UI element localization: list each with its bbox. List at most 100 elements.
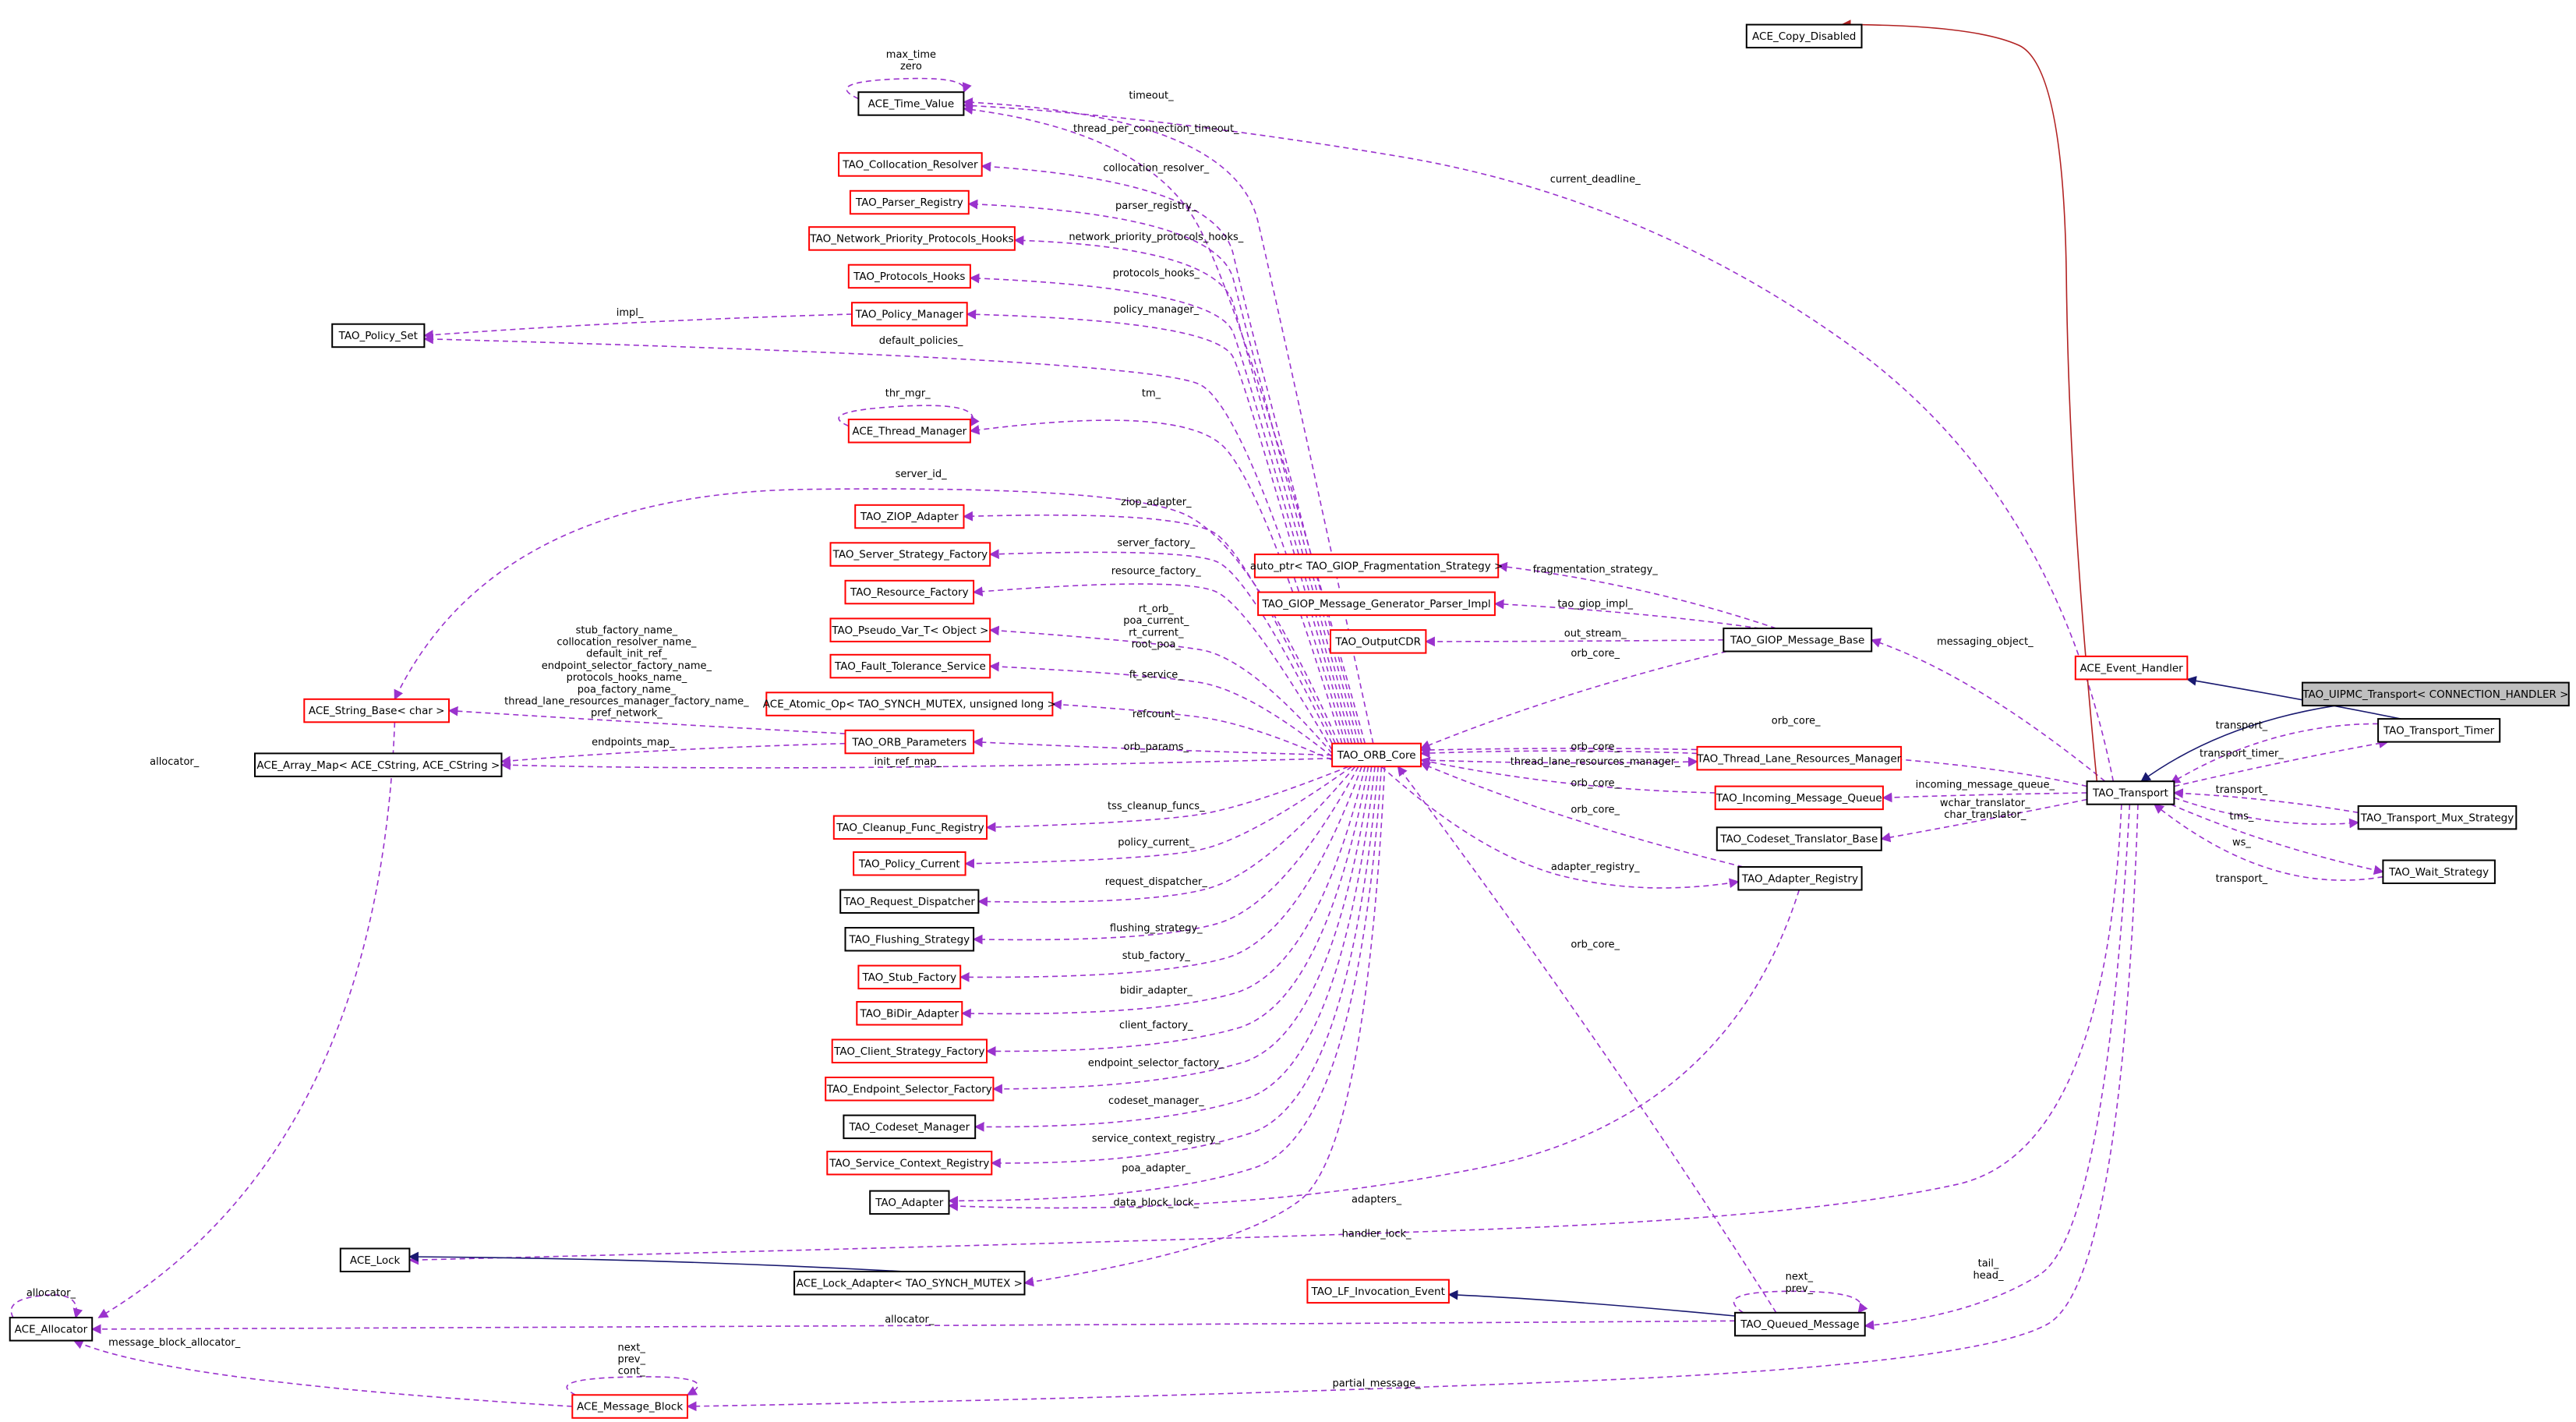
class-node-tao-giop-message-base[interactable]: TAO_GIOP_Message_Base <box>1723 628 1873 653</box>
class-node-tao-ziop-adapter[interactable]: TAO_ZIOP_Adapter <box>854 504 965 529</box>
node-box <box>1737 866 1863 891</box>
edge-label: policy_current_ <box>1118 837 1195 849</box>
class-node-tao-wait-strategy[interactable]: TAO_Wait_Strategy <box>2382 859 2496 884</box>
node-box <box>869 1190 950 1215</box>
class-node-tao-uipmc-transport[interactable]: TAO_UIPMC_Transport< CONNECTION_HANDLER … <box>2302 681 2570 707</box>
class-node-tao-codeset-manager[interactable]: TAO_Codeset_Manager <box>843 1114 977 1140</box>
class-node-tao-policy-current[interactable]: TAO_Policy_Current <box>853 851 966 876</box>
class-node-tao-bidir-adapter[interactable]: TAO_BiDir_Adapter <box>856 1001 963 1026</box>
class-node-tao-orb-parameters[interactable]: TAO_ORB_Parameters <box>844 729 975 755</box>
class-node-tao-transport-mux-strategy[interactable]: TAO_Transport_Mux_Strategy <box>2357 805 2518 830</box>
class-node-tao-stub-factory[interactable]: TAO_Stub_Factory <box>857 964 962 990</box>
node-box <box>844 729 975 755</box>
class-node-ace-array-map[interactable]: ACE_Array_Map< ACE_CString, ACE_CString … <box>254 752 503 777</box>
inherit-edge <box>1447 1289 1736 1317</box>
class-node-tao-request-dispatcher[interactable]: TAO_Request_Dispatcher <box>839 889 980 914</box>
edge-label: transport_ <box>2216 784 2268 796</box>
edge-label: server_id_ <box>896 469 948 480</box>
edge-label: protocols_hooks_ <box>1113 268 1200 280</box>
usage-edge <box>1419 762 1744 868</box>
usage-edge <box>969 419 1343 744</box>
usage-edge <box>972 583 1333 751</box>
node-box <box>1331 742 1422 768</box>
class-node-ace-time-value[interactable]: ACE_Time_Value <box>857 91 965 116</box>
node-box <box>9 1317 94 1342</box>
node-box <box>853 851 966 876</box>
edge-label: request_dispatcher_ <box>1105 876 1208 888</box>
node-label: TAO_Codeset_Translator_Base <box>1719 833 1878 846</box>
class-node-tao-resource-factory[interactable]: TAO_Resource_Factory <box>844 579 975 605</box>
node-box <box>847 419 971 444</box>
node-label: TAO_Request_Dispatcher <box>843 896 976 908</box>
usage-edge <box>961 766 1366 1019</box>
usage-edge <box>1864 804 2131 1331</box>
class-node-tao-policy-set[interactable]: TAO_Policy_Set <box>331 323 426 348</box>
node-box <box>839 889 980 914</box>
class-node-tao-queued-message[interactable]: TAO_Queued_Message <box>1734 1311 1866 1337</box>
class-node-ace-lock[interactable]: ACE_Lock <box>339 1247 411 1272</box>
class-node-tao-orb-core[interactable]: TAO_ORB_Core <box>1331 742 1422 768</box>
class-node-tao-collocation-resolver[interactable]: TAO_Collocation_Resolver <box>838 152 983 177</box>
class-node-ace-thread-manager[interactable]: ACE_Thread_Manager <box>847 419 971 444</box>
class-node-tao-protocols-hooks[interactable]: TAO_Protocols_Hooks <box>847 264 971 289</box>
class-node-tao-fault-tolerance[interactable]: TAO_Fault_Tolerance_Service <box>829 653 991 679</box>
class-node-tao-transport[interactable]: TAO_Transport <box>2086 780 2175 805</box>
usage-edge <box>566 1376 698 1396</box>
class-node-tao-incoming-queue[interactable]: TAO_Incoming_Message_Queue <box>1714 785 1884 811</box>
usage-edge <box>2154 804 2383 881</box>
class-node-tao-transport-timer[interactable]: TAO_Transport_Timer <box>2377 718 2501 743</box>
class-node-tao-giop-msg-gen[interactable]: TAO_GIOP_Message_Generator_Parser_Impl <box>1257 591 1496 617</box>
node-label: ACE_Message_Block <box>577 1401 683 1413</box>
class-node-tao-cleanup-func-registry[interactable]: TAO_Cleanup_Func_Registry <box>832 815 988 840</box>
edge-label: adapter_registry_ <box>1551 861 1640 873</box>
usage-edge <box>1419 756 1716 794</box>
inherit-edge <box>408 1251 905 1272</box>
class-node-tao-server-strategy-factory[interactable]: TAO_Server_Strategy_Factory <box>829 542 991 567</box>
class-node-tao-thread-lane[interactable]: TAO_Thread_Lane_Resources_Manager <box>1696 745 1903 771</box>
node-box <box>1696 745 1903 771</box>
class-node-tao-codeset-translator[interactable]: TAO_Codeset_Translator_Base <box>1716 826 1882 851</box>
usage-edge <box>1419 650 1727 750</box>
class-node-tao-flushing-strategy[interactable]: TAO_Flushing_Strategy <box>844 927 975 952</box>
edge-label: fragmentation_strategy_ <box>1533 564 1659 575</box>
class-node-ace-message-block[interactable]: ACE_Message_Block <box>571 1394 688 1419</box>
class-node-tao-pseudo-var[interactable]: TAO_Pseudo_Var_T< Object > <box>829 617 991 642</box>
class-node-tao-outputcdr[interactable]: TAO_OutputCDR <box>1330 629 1427 654</box>
node-box <box>856 1001 963 1026</box>
class-node-ace-copy-disabled[interactable]: ACE_Copy_Disabled <box>1745 23 1863 49</box>
class-node-tao-service-context-registry[interactable]: TAO_Service_Context_Registry <box>826 1151 993 1176</box>
class-node-tao-adapter[interactable]: TAO_Adapter <box>869 1190 950 1215</box>
node-box <box>857 91 965 116</box>
usage-edge <box>974 766 1376 1132</box>
usage-edge <box>1882 792 2087 803</box>
class-node-ace-event-handler[interactable]: ACE_Event_Handler <box>2074 655 2189 681</box>
node-label: TAO_LF_Invocation_Event <box>1311 1286 1445 1298</box>
edge-label: network_priority_protocols_hooks_ <box>1069 232 1243 243</box>
class-node-tao-endpoint-selector-factory[interactable]: TAO_Endpoint_Selector_Factory <box>825 1077 995 1102</box>
class-node-tao-adapter-registry[interactable]: TAO_Adapter_Registry <box>1737 866 1863 891</box>
usage-edge <box>967 199 1359 744</box>
usage-edge <box>959 766 1362 982</box>
class-node-tao-lf-invocation-event[interactable]: TAO_LF_Invocation_Event <box>1306 1279 1450 1304</box>
class-node-ace-allocator[interactable]: ACE_Allocator <box>9 1317 94 1342</box>
edge-label: server_factory_ <box>1117 538 1195 550</box>
class-node-tao-parser-registry[interactable]: TAO_Parser_Registry <box>849 189 970 215</box>
usage-edge <box>1425 636 1724 647</box>
class-node-tao-network-priority[interactable]: TAO_Network_Priority_Protocols_Hooks <box>808 226 1016 251</box>
class-node-ace-atomic-op[interactable]: ACE_Atomic_Op< TAO_SYNCH_MUTEX, unsigned… <box>763 692 1056 716</box>
class-node-ace-lock-adapter[interactable]: ACE_Lock_Adapter< TAO_SYNCH_MUTEX > <box>793 1271 1026 1296</box>
class-node-tao-policy-manager[interactable]: TAO_Policy_Manager <box>851 302 968 327</box>
class-node-auto-ptr-frag[interactable]: auto_ptr< TAO_GIOP_Fragmentation_Strateg… <box>1250 554 1504 578</box>
inherit-edge <box>2140 705 2336 782</box>
usage-edge <box>963 104 1366 744</box>
edge-label: timeout_ <box>1129 90 1174 102</box>
usage-edge <box>72 1339 573 1407</box>
node-box <box>1723 628 1873 653</box>
class-node-ace-string-base[interactable]: ACE_String_Base< char > <box>303 698 450 723</box>
class-node-tao-client-strategy-factory[interactable]: TAO_Client_Strategy_Factory <box>831 1038 988 1063</box>
edge-label: orb_params_ <box>1124 741 1189 753</box>
edge-label: thread_per_connection_timeout_ <box>1073 123 1239 135</box>
node-box <box>831 1038 988 1063</box>
node-box <box>849 189 970 215</box>
